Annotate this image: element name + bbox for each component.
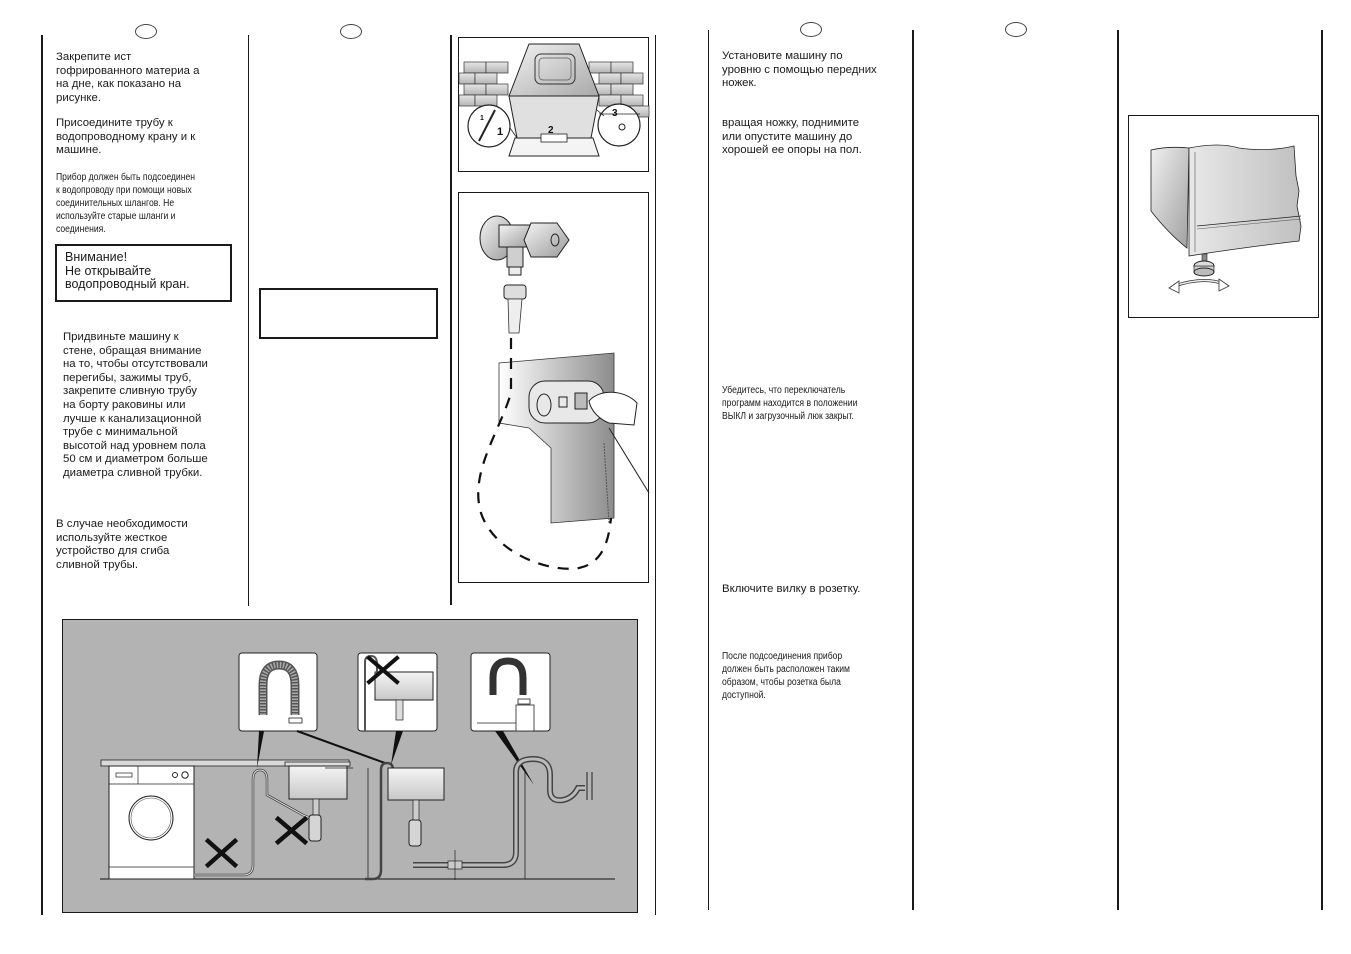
transport-bolts-illustration: 1 1 2 3 [459, 43, 650, 157]
column-rule [912, 30, 914, 910]
x-mark-icon [274, 815, 309, 846]
rotate-arrow-icon [1218, 278, 1230, 292]
instruction-plug-in: Включите вилку в розетку. [722, 583, 861, 595]
x-mark-icon [366, 655, 400, 685]
instruction-level-machine: Установите машину по уровню с помощью пе… [722, 50, 877, 90]
column-rule [655, 35, 656, 915]
label-3: 3 [612, 108, 618, 119]
warning-box: Внимание! Не открывайте водопроводный кр… [55, 244, 232, 302]
figure-transport-bolts: 1 1 2 3 [458, 37, 650, 172]
instruction-connect-hose: Присоедините трубу к водопроводному кран… [56, 117, 196, 157]
adjustable-foot-illustration [1150, 144, 1302, 294]
column-rule [248, 35, 249, 606]
sublabel-1: 1 [480, 115, 484, 122]
language-marker-icon [800, 22, 822, 37]
note-new-hoses: Прибор должен быть подсоединен к водопро… [56, 172, 196, 235]
instruction-rigid-bend-device: В случае необходимости используйте жестк… [56, 518, 188, 571]
empty-note-box [259, 288, 438, 339]
x-mark-icon [204, 837, 239, 869]
language-marker-icon [1005, 22, 1027, 37]
figure-drain-installation [62, 619, 638, 913]
label-1: 1 [497, 126, 503, 138]
hose-connection-illustration [477, 215, 650, 570]
language-marker-icon [340, 24, 362, 39]
language-marker-icon [135, 24, 157, 39]
column-rule [1117, 30, 1119, 910]
figure-hose-connection [458, 192, 650, 583]
label-2: 2 [548, 125, 554, 136]
instruction-position-machine: Придвиньте машину к стене, обращая внима… [63, 331, 208, 479]
figure-adjustable-foot [1128, 115, 1319, 318]
instruction-rotate-foot: вращая ножку, поднимите или опустите маш… [722, 117, 862, 157]
column-rule [41, 35, 43, 915]
column-rule [708, 30, 709, 910]
note-socket-accessible: После подсоединения прибор должен быть р… [722, 651, 850, 701]
instruction-fix-corrugated-sheet: Закрепите ист гофрированного материа а н… [56, 51, 200, 104]
column-rule [450, 35, 452, 605]
rotate-arrow-icon [1168, 280, 1180, 294]
column-rule [1321, 30, 1323, 910]
drain-installation-illustration [100, 652, 615, 881]
note-program-off: Убедитесь, что переключатель программ на… [722, 385, 858, 422]
